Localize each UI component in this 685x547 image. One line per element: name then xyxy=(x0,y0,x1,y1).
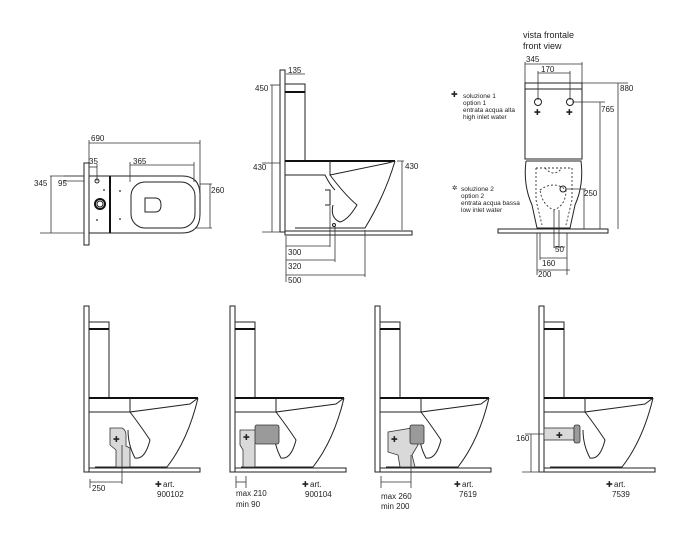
dim-inlet-height: 95 xyxy=(58,179,67,188)
legend-line: option 2 xyxy=(461,193,485,200)
dim-inlet-offset: 35 xyxy=(89,157,98,166)
asterisk-icon: ✲ xyxy=(452,184,458,192)
bowl-plan xyxy=(110,175,201,234)
variant-2-art-code: 900104 xyxy=(305,490,332,499)
variant-2-dim-max: max 210 xyxy=(236,489,267,498)
plus-icon: ✚ xyxy=(391,435,398,444)
dim-outlet-320: 320 xyxy=(288,262,302,271)
floor xyxy=(497,228,609,234)
plus-icon: ✚ xyxy=(606,480,613,489)
plus-icon: ✚ xyxy=(534,108,541,117)
bowl-front xyxy=(524,160,583,229)
dim-low-inlet: 250 xyxy=(584,189,598,198)
dim-total-height: 880 xyxy=(620,84,634,93)
legend-line: soluzione 1 xyxy=(463,93,496,100)
variant-3: ✚ max 260 min 200 ✚ art. 7619 xyxy=(374,305,492,511)
variant-2-art-label: art. xyxy=(310,480,322,489)
variant-2: ✚ max 210 min 90 ✚ art. 900104 xyxy=(229,305,347,509)
legend-line: entrata acqua bassa xyxy=(461,200,520,207)
flexible-connector xyxy=(254,424,280,445)
front-view: vista frontale front view ✚ ✚ 345 170 88… xyxy=(451,30,634,279)
low-inlet xyxy=(559,185,567,193)
legend-line: entrata acqua alta xyxy=(463,107,515,114)
top-view: 690 35 365 345 95 260 xyxy=(34,134,225,246)
cistern-plan xyxy=(88,175,111,234)
dim-overall-length: 690 xyxy=(91,134,105,143)
plus-icon: ✚ xyxy=(556,431,563,440)
dim-inlet-spacing: 170 xyxy=(541,65,555,74)
front-view-title-en: front view xyxy=(523,41,562,51)
dim-overall-500: 500 xyxy=(288,276,302,285)
dim-width: 345 xyxy=(34,179,48,188)
dim-front-width: 345 xyxy=(526,55,540,64)
seat-plan xyxy=(130,181,196,229)
variant-4-dim: 160 xyxy=(516,434,530,443)
plus-icon: ✚ xyxy=(243,433,250,442)
legend-option-1: ✚ soluzione 1 option 1 entrata acqua alt… xyxy=(451,90,515,121)
bowl-outline xyxy=(285,174,336,191)
flexible-connector xyxy=(409,424,425,445)
variant-1-dim: 250 xyxy=(92,484,106,493)
dim-outlet-50: 50 xyxy=(555,245,564,254)
variant-3-art-label: art. xyxy=(462,480,474,489)
plus-icon: ✚ xyxy=(302,480,309,489)
dim-outlet-200: 200 xyxy=(538,270,552,279)
front-view-title-it: vista frontale xyxy=(523,30,574,40)
legend-option-2: ✲ soluzione 2 option 2 entrata acqua bas… xyxy=(452,184,520,214)
cistern-front xyxy=(524,82,583,160)
dim-outlet-300: 300 xyxy=(288,248,302,257)
floor xyxy=(284,230,413,236)
legend-line: low inlet water xyxy=(461,207,503,214)
outlet-circle xyxy=(94,198,106,210)
connector-collar xyxy=(573,424,581,444)
dim-cistern-depth: 135 xyxy=(288,66,302,75)
variant-4-art-code: 7539 xyxy=(612,490,630,499)
dim-bowl-height-left: 430 xyxy=(253,163,267,172)
variant-3-dim-min: min 200 xyxy=(381,502,410,511)
variant-4-art-label: art. xyxy=(614,480,626,489)
wall xyxy=(83,162,90,246)
variant-1: ✚ 250 ✚ art. 900102 xyxy=(83,305,201,499)
legend-line: option 1 xyxy=(463,100,487,107)
variant-1-art-code: 900102 xyxy=(157,490,184,499)
dim-seat-width: 260 xyxy=(211,186,225,195)
variant-3-art-code: 7619 xyxy=(459,490,477,499)
dim-seat-length: 365 xyxy=(133,157,147,166)
legend-line: high inlet water xyxy=(463,114,508,121)
cistern xyxy=(284,83,306,162)
plus-icon: ✚ xyxy=(454,480,461,489)
wall xyxy=(279,69,286,233)
plus-icon: ✚ xyxy=(566,108,573,117)
dim-high-inlet: 765 xyxy=(601,105,615,114)
plus-icon: ✚ xyxy=(155,480,162,489)
variant-1-art-label: art. xyxy=(163,480,175,489)
dim-cistern-height: 450 xyxy=(255,84,269,93)
pan-connector xyxy=(109,427,131,468)
variant-2-dim-min: min 90 xyxy=(236,500,261,509)
legend-line: soluzione 2 xyxy=(461,186,494,193)
side-view: 135 450 430 430 300 320 500 xyxy=(253,66,419,285)
dim-bowl-height-right: 430 xyxy=(405,162,419,171)
plus-icon: ✚ xyxy=(113,435,120,444)
variant-3-dim-max: max 260 xyxy=(381,492,412,501)
variant-4: ✚ 160 ✚ art. 7539 xyxy=(516,305,656,499)
dim-outlet-160: 160 xyxy=(542,259,556,268)
plus-icon: ✚ xyxy=(451,90,458,99)
